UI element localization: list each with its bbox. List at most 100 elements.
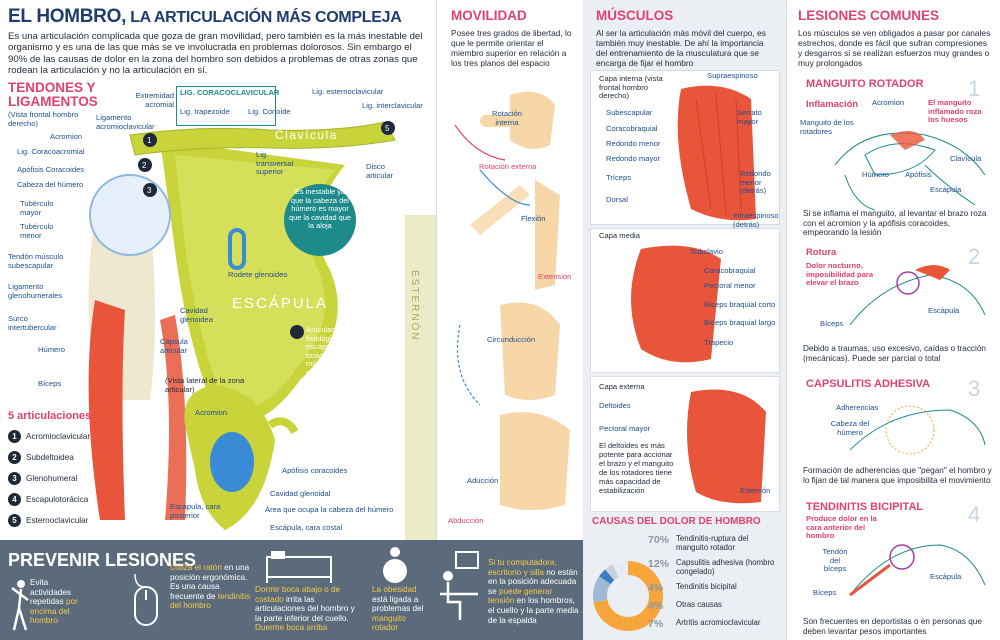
label-circumduction: Circunducción — [487, 335, 536, 344]
capsulitis-illustration — [849, 405, 986, 455]
label-acromion: Acromion — [50, 132, 83, 141]
donut-slice — [599, 569, 615, 585]
label-inj-acromion: Acromion — [872, 98, 905, 107]
label-adhesions: Adherencias — [836, 403, 879, 412]
capsulitis-title: CAPSULITIS ADHESIVA — [806, 378, 931, 390]
lateral-view-label: (Vista lateral de la zona articular) — [165, 376, 245, 394]
label-humeral-head: Cabeza del húmero — [17, 180, 84, 189]
label-biceps-tendon: Tendón del bíceps — [822, 547, 848, 574]
label-adduction: Aducción — [467, 476, 499, 485]
lateral-cavity — [210, 432, 254, 492]
inflammation-text: Si se inflama el manguito, al levantar e… — [803, 209, 987, 238]
mid-layer-title: Capa media — [599, 231, 640, 240]
lateral-coracoid — [267, 417, 299, 435]
label-transverse-lig: Lig. transversal superior — [256, 150, 294, 177]
mouse-icon — [134, 573, 158, 626]
label-lat-coracoid: Apófisis coracoides — [282, 466, 348, 475]
label-abduction: Abducción — [448, 516, 484, 525]
donut-slice — [605, 564, 619, 581]
label-serratus: Serrato mayor — [737, 108, 762, 126]
clavicle-shape — [129, 121, 396, 156]
unstable-note-circle — [284, 184, 356, 256]
label-glenoid-labrum: Rodete glenoideo — [228, 270, 288, 279]
muscles-outer-layer — [590, 376, 780, 512]
label-bicipital-biceps: Bíceps — [813, 588, 837, 597]
shoulder-anatomy-illustration: 1 2 3 5 — [88, 121, 436, 540]
outer-layer-title: Capa externa — [599, 382, 645, 391]
label-rotator-cuff: Manguito de los rotadores — [800, 118, 854, 136]
label-subclavius: Subclavio — [690, 247, 723, 256]
label-trapezoid: Lig. trapezoide — [180, 107, 230, 116]
scapula-label: ESCÁPULA — [232, 295, 329, 312]
label-conoid: Lig. Conoide — [248, 107, 291, 116]
rupture-subtitle: Dolor nocturno, imposibilidad para eleva… — [806, 261, 874, 288]
donut-slice — [593, 576, 611, 603]
label-deltoid: Deltoides — [599, 401, 631, 410]
inner-layer-title: Capa interna (vista frontal hombro derec… — [599, 74, 663, 101]
label-teres-minor: Redondo menor — [606, 139, 661, 148]
label-humeral-head-cap: Cabeza del húmero — [830, 419, 870, 437]
label-sternoclavicular-lig: Lig. esternoclavicular — [312, 87, 384, 96]
label-infraspinatus: Infraespinoso (detrás) — [733, 211, 779, 229]
glenoid-labrum — [228, 228, 246, 270]
humeral-head — [89, 174, 171, 256]
muscles-title: MÚSCULOS — [596, 8, 674, 23]
intro-text: Es una articulación complicada que goza … — [8, 31, 423, 77]
prevent-tip-2: Utiliza el ratón en una posición ergonóm… — [170, 563, 251, 611]
list-item: 4%Tendinitis bicipital — [648, 582, 737, 594]
label-biceps: Bíceps — [38, 379, 62, 388]
injuries-title: LESIONES COMUNES — [798, 8, 940, 23]
label-coracobrachialis: Coracobraquial — [606, 124, 658, 133]
prevent-tip-1: Evita actividades repetidas por encima d… — [30, 578, 78, 626]
svg-text:5: 5 — [385, 124, 390, 133]
injuries-text: Los músculos se ven obligados a pasar po… — [798, 28, 991, 68]
sternum-shape — [405, 215, 436, 540]
label-inj-humerus: Húmero — [862, 170, 890, 179]
injury-number: 1 — [968, 76, 981, 101]
label-inj-process: Apófisis — [905, 170, 932, 179]
label-humerus: Húmero — [38, 345, 66, 354]
prevent-title: PREVENIR LESIONES — [8, 550, 197, 570]
mobility-title: MOVILIDAD — [451, 8, 527, 23]
label-flexion: Flexión — [521, 214, 546, 223]
label-bicipital-scapula: Escápula — [930, 572, 962, 581]
label-interclavicular-lig: Lig. interclavicular — [362, 101, 423, 110]
label-subscapularis: Subescapular — [606, 108, 653, 117]
label-inj-scapula: Escápula — [930, 185, 962, 194]
label-pectoralis-major: Pectoral mayor — [599, 424, 651, 433]
label-triceps: Tríceps — [606, 173, 632, 182]
list-item: 12%Capsulitis adhesiva (hombro congelado… — [648, 558, 775, 576]
label-lat-costal: Escápula, cara costal — [270, 523, 343, 532]
bicipital-text: Son frecuentes en deportistas o en perso… — [803, 617, 982, 636]
page-title: EL HOMBRO, LA ARTICULACIÓN MÁS COMPLEJA — [8, 6, 402, 27]
mobility-illustration — [454, 91, 570, 510]
donut-slice — [593, 561, 663, 631]
muscles-inner-layer — [590, 70, 780, 225]
rotator-cuff-illustration — [834, 131, 986, 210]
outer-layer-text: El deltoides es más potente para acciona… — [599, 441, 674, 495]
label-coracobrachialis-mid: Coracobraquial — [704, 266, 756, 275]
label-biceps-short: Bíceps braquial corto — [704, 300, 776, 309]
label-lat-posterior: Escápula, cara posterior — [170, 502, 221, 520]
joints-title: 5 articulaciones — [8, 410, 92, 422]
list-item: 70%Tendinitis-ruptura del manguito rotad… — [648, 534, 749, 552]
label-articular-disc: Disco articular — [366, 162, 394, 180]
label-capsule: Cápsula articular — [160, 337, 188, 355]
label-acromioclavicular-lig: Ligamento acromioclavicular — [96, 113, 155, 131]
injury-number: 3 — [968, 376, 981, 401]
injury-number: 4 — [968, 502, 981, 527]
causes-title: CAUSAS DEL DOLOR DE HOMBRO — [592, 516, 761, 527]
tendons-title: TENDONES Y LIGAMENTOS — [8, 80, 98, 109]
muscles-text: Al ser la articulación más móvil del cue… — [596, 28, 766, 68]
bed-icon — [266, 551, 332, 583]
label-glenohumeral: Ligamento glenohumerales — [8, 282, 63, 300]
svg-text:2: 2 — [142, 161, 147, 170]
label-trapezius: Trapecio — [704, 338, 734, 347]
label-rupture-scapula: Escápula — [928, 306, 960, 315]
label-rupture-biceps: Bíceps — [820, 319, 844, 328]
label-greater-tubercle: Tubérculo mayor — [20, 199, 54, 217]
